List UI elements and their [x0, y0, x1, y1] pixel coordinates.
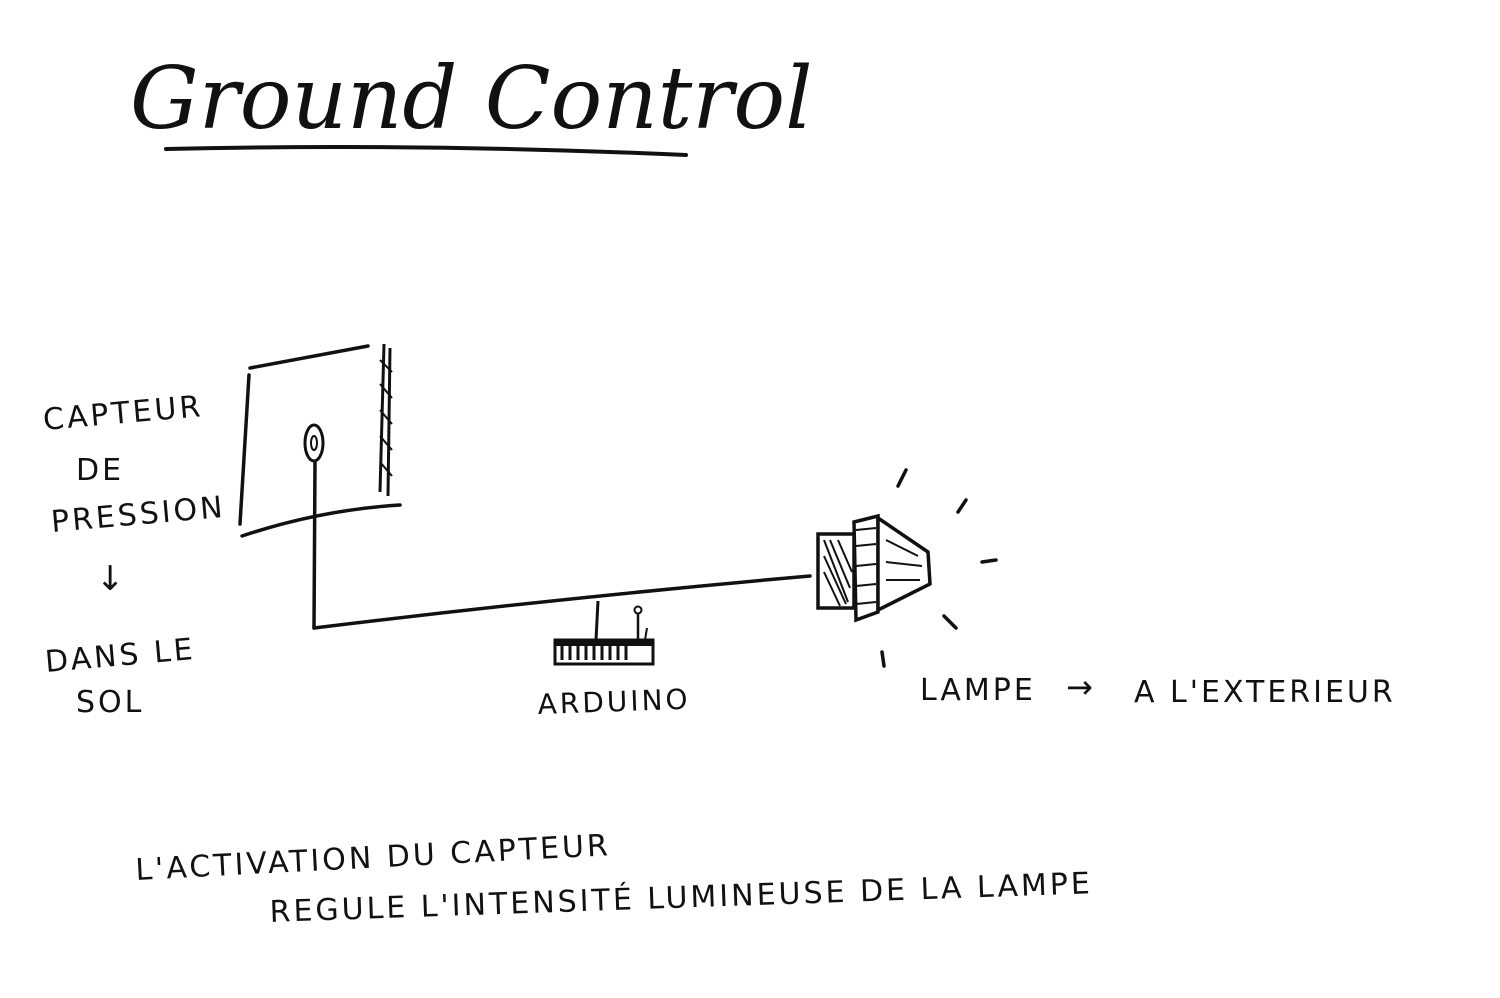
light-rays [880, 468, 998, 668]
arduino-label: ARDUINO [537, 683, 691, 721]
sensor-label-line5: SOL [76, 685, 144, 720]
main-wire [312, 574, 812, 630]
lamp-location: A L'EXTERIEUR [1134, 675, 1396, 710]
sensor-label-line3: PRESSION [50, 490, 227, 540]
pressure-sensor-box [238, 343, 402, 538]
lamp-icon [816, 513, 932, 623]
title-underline [164, 145, 688, 157]
sensor-label-line1: CAPTEUR [42, 389, 205, 438]
sensor-label-line4: DANS LE [44, 632, 197, 680]
sensor-label-arrow: ↓ [96, 559, 128, 599]
sensor-wire [312, 460, 317, 630]
lamp-label: LAMPE [920, 673, 1036, 708]
caption-line1: L'ACTIVATION DU CAPTEUR [135, 828, 612, 888]
caption-line2: REGULE L'INTENSITÉ LUMINEUSE DE LA LAMPE [269, 865, 1093, 930]
arduino-board [553, 605, 655, 666]
sensor-icon [303, 423, 325, 463]
diagram-title: Ground Control [130, 49, 813, 149]
arduino-wire [594, 600, 600, 641]
lamp-arrow: → [1066, 668, 1096, 706]
sensor-label: CAPTEUR DE PRESSION ↓ DANS LE SOL [42, 389, 227, 720]
sensor-label-line2: DE [76, 453, 124, 488]
